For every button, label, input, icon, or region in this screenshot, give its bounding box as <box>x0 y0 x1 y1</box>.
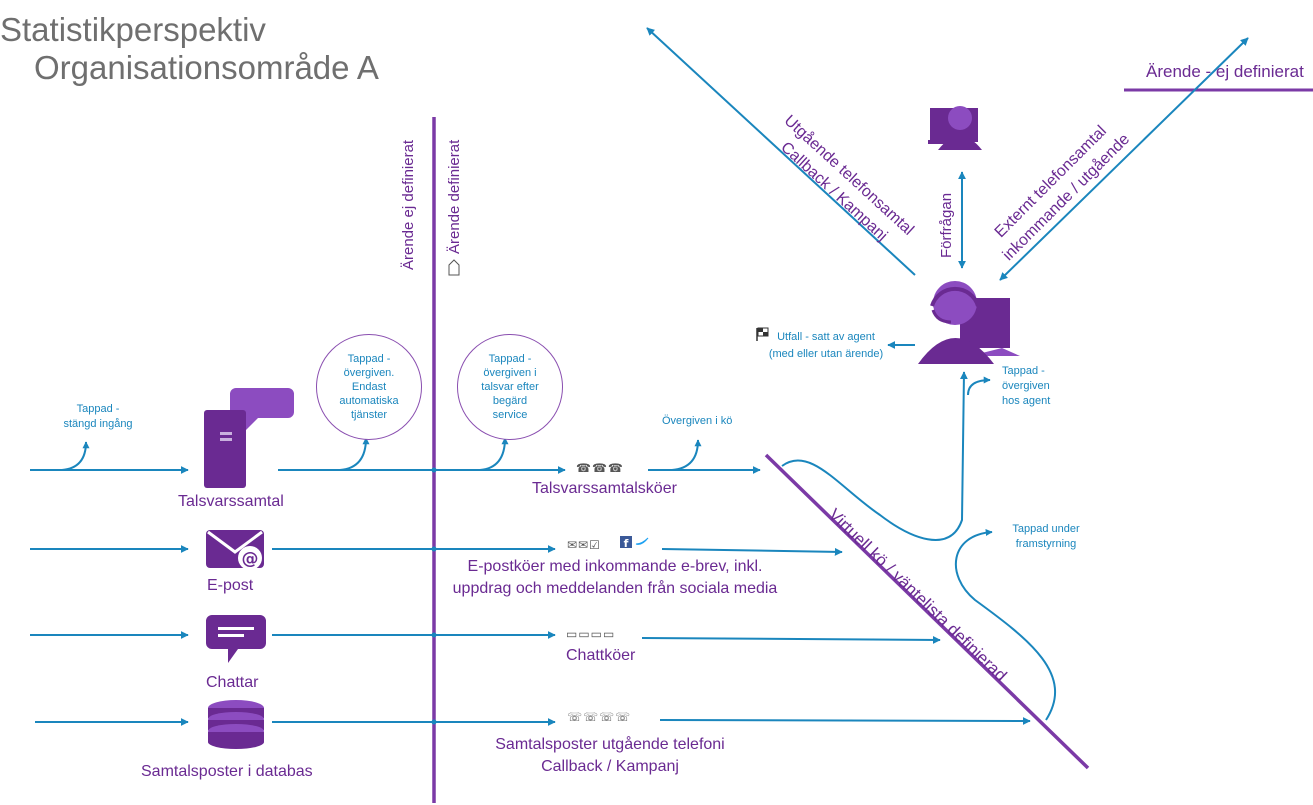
voice-queue-label: Talsvarssamtalsköer <box>532 480 677 497</box>
channel-email-label: E-post <box>207 577 254 594</box>
routing-drop-label: Tappad under framstyrning <box>1012 523 1080 550</box>
channel-db-label: Samtalsposter i databas <box>141 763 313 780</box>
svg-text:@: @ <box>242 549 259 569</box>
database-icon <box>208 700 264 749</box>
email-queue-label: E-postköer med inkommande e-brev, inkl. … <box>452 558 778 597</box>
chat-queue-out-arrow <box>641 635 941 644</box>
chat-queue-label: Chattköer <box>566 647 636 664</box>
agent-drop <box>967 376 991 396</box>
abandoned-queue-label: Övergiven i kö <box>662 415 733 427</box>
db-queue-icons: ☏☏☏☏ <box>567 710 632 724</box>
svg-text:f: f <box>624 537 629 550</box>
email-queue-out-arrow <box>661 547 843 556</box>
page-subtitle: Organisationsområde A <box>34 49 379 86</box>
agent-headset-icon <box>918 281 1020 364</box>
checkered-flag-icon <box>756 327 769 341</box>
outcome-label: Utfall - satt av agent (med eller utan ä… <box>768 331 884 360</box>
queue-to-agent-path <box>781 371 968 541</box>
auto-service-drop-bubble: Tappad - övergiven. Endast automatiska t… <box>316 334 422 440</box>
chat-queue-icons: ▭▭▭▭ <box>566 627 616 641</box>
case-defined-vertical-label: Ärende definierat <box>446 139 463 254</box>
agent-small-icon <box>928 106 982 150</box>
db-queue-label: Samtalsposter utgående telefoni Callback… <box>495 736 725 775</box>
envelope-icon: @ <box>206 530 264 570</box>
db-queue-out-arrow <box>659 716 1031 725</box>
ivr-drop-bubble: Tappad - övergiven i talsvar efter begär… <box>457 334 563 440</box>
channel-voice-label: Talsvarssamtal <box>178 493 284 510</box>
speech-bubble-icon <box>206 615 266 663</box>
outgoing-calls-arrow <box>646 27 916 276</box>
channel-chat-label: Chattar <box>206 674 259 691</box>
case-undefined-top-label: Ärende - ej definierat <box>1146 62 1304 81</box>
voice-queue-icons: ☎☎☎ <box>576 461 624 475</box>
social-media-icons: f <box>620 536 649 550</box>
agent-drop-label: Tappad - övergiven hos agent <box>1002 365 1051 407</box>
closed-entry-drop-label: Tappad - stängd ingång <box>63 403 133 430</box>
ivr-drop <box>479 437 509 471</box>
tag-icon <box>448 259 460 276</box>
inquiry-label: Förfrågan <box>938 192 955 258</box>
page-title: Statistikperspektiv <box>0 11 266 48</box>
abandoned-queue-drop <box>671 439 702 471</box>
email-queue-icons: ✉✉☑ <box>567 538 601 552</box>
closed-entry-drop <box>61 441 90 471</box>
auto-service-drop <box>339 437 370 471</box>
virtual-queue-line <box>764 453 1090 770</box>
case-undefined-vertical-label: Ärende ej definierat <box>400 139 417 270</box>
routing-drop-path <box>954 528 1057 721</box>
external-calls-arrow <box>999 37 1249 281</box>
server-chat-icon <box>204 388 294 488</box>
